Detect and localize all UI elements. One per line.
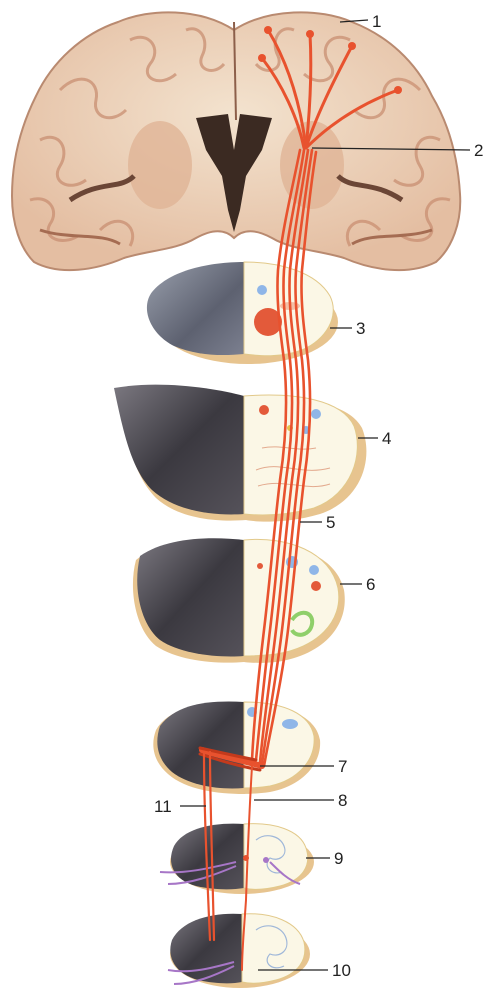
pons-red-nucleus <box>259 405 269 415</box>
midbrain-stained-half <box>147 262 244 355</box>
label-6: 6 <box>366 575 375 594</box>
coronal-brain-section <box>12 12 460 270</box>
label-2: 2 <box>474 141 483 160</box>
left-basal-ganglia <box>128 121 192 209</box>
label-10: 10 <box>332 961 351 980</box>
medulla-red-nucleus <box>311 581 321 591</box>
lumbar-cord-stained-half <box>170 914 242 984</box>
upper-medulla-section <box>133 538 345 663</box>
label-1: 1 <box>372 12 381 31</box>
label-3: 3 <box>356 319 365 338</box>
label-8: 8 <box>338 791 347 810</box>
pons-stained-half <box>114 385 244 515</box>
cervical-purple-dot <box>263 857 269 863</box>
midbrain-section <box>147 262 338 364</box>
midbrain-blue-nucleus <box>257 285 267 295</box>
cord-termination-point <box>243 855 249 861</box>
cervical-spinal-cord-section <box>160 824 314 894</box>
label-7: 7 <box>338 757 347 776</box>
lumbar-spinal-cord-section <box>168 914 310 988</box>
decussation-blue-nucleus-2 <box>282 719 298 729</box>
pons-section <box>114 385 366 522</box>
label-11: 11 <box>154 797 172 816</box>
label-5: 5 <box>326 513 335 532</box>
medulla-red-dot <box>257 563 263 569</box>
label-4: 4 <box>382 429 391 448</box>
medulla-blue-nucleus-2 <box>309 565 319 575</box>
pons-blue-nucleus-1 <box>311 409 321 419</box>
decussation-section <box>153 702 320 794</box>
label-9: 9 <box>334 849 343 868</box>
